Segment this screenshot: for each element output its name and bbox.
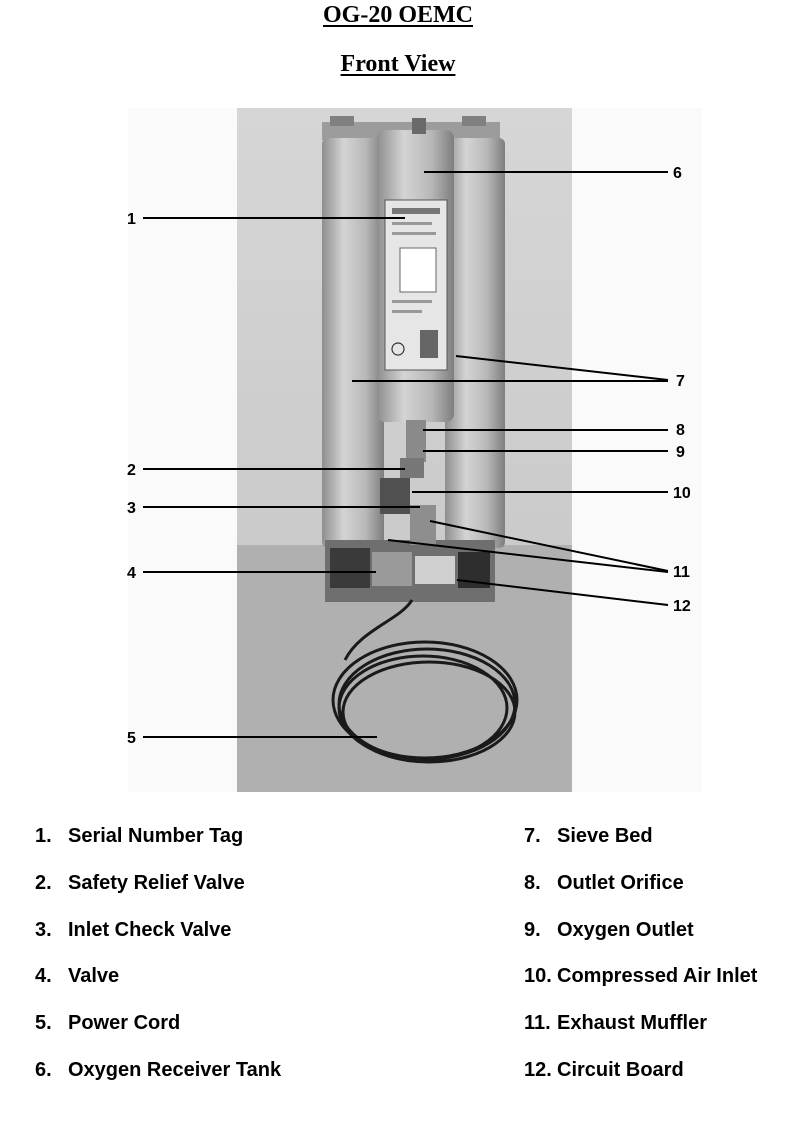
leader-line-12 [456, 579, 669, 606]
legend-number: 5. [35, 1012, 52, 1034]
callout-5: 5 [127, 730, 136, 747]
callout-1: 1 [127, 211, 136, 228]
legend-item: 5. Power Cord [35, 1012, 180, 1035]
callout-numbers: 1 2 3 4 5 6 7 8 9 10 11 12 [127, 165, 691, 747]
power-cord-image [331, 599, 519, 764]
callout-9: 9 [676, 444, 685, 461]
legend-label: Valve [68, 965, 120, 987]
legend-item: 2. Safety Relief Valve [35, 872, 245, 895]
legend-number: 3. [35, 919, 52, 941]
document-subtitle: Front View [340, 51, 456, 77]
legend-number: 7. [524, 825, 541, 847]
legend-item: 3. Inlet Check Valve [35, 919, 231, 942]
legend-item: 11. Exhaust Muffler [524, 1012, 707, 1035]
legend-number: 6. [35, 1059, 52, 1081]
callout-leader-lines [143, 171, 669, 738]
document-title: OG-20 OEMC [323, 2, 473, 28]
legend-number: 9. [524, 919, 541, 941]
callout-12: 12 [673, 598, 691, 615]
legend-item: 6. Oxygen Receiver Tank [35, 1059, 281, 1082]
legend-label: Safety Relief Valve [68, 872, 245, 894]
legend-label: Serial Number Tag [68, 825, 244, 847]
legend-item: 12. Circuit Board [524, 1059, 684, 1082]
legend-item: 9. Oxygen Outlet [524, 919, 694, 942]
legend-label: Compressed Air Inlet [557, 965, 758, 987]
legend-number: 2. [35, 872, 52, 894]
legend-number: 10. [524, 965, 552, 987]
serial-tag-image [384, 199, 448, 371]
legend-item: 10. Compressed Air Inlet [524, 965, 757, 988]
legend-number: 8. [524, 872, 541, 894]
legend-item: 1. Serial Number Tag [35, 825, 243, 848]
legend-item: 7. Sieve Bed [524, 825, 653, 848]
legend-item: 4. Valve [35, 965, 119, 988]
leader-line-7b [455, 355, 669, 381]
equipment-photo-figure: 1 2 3 4 5 6 7 8 9 10 11 12 [127, 108, 691, 792]
callout-8: 8 [676, 422, 685, 439]
legend-label: Power Cord [68, 1012, 181, 1034]
legend-label: Sieve Bed [557, 825, 653, 847]
callout-6: 6 [673, 165, 682, 182]
legend-number: 12. [524, 1059, 552, 1081]
legend-label: Inlet Check Valve [68, 919, 232, 941]
callout-3: 3 [127, 500, 136, 517]
sieve-bed-right [445, 138, 505, 548]
callout-7: 7 [676, 373, 685, 390]
legend-label: Outlet Orifice [557, 872, 684, 894]
legend-number: 4. [35, 965, 52, 987]
legend-label: Oxygen Receiver Tank [68, 1059, 282, 1081]
legend-label: Circuit Board [557, 1059, 684, 1081]
callout-10: 10 [673, 485, 691, 502]
legend-item: 8. Outlet Orifice [524, 872, 684, 895]
leader-line-11b [387, 539, 669, 573]
legend-label: Exhaust Muffler [557, 1012, 708, 1034]
callout-4: 4 [127, 565, 136, 582]
sieve-bed-left [322, 138, 384, 548]
legend-label: Oxygen Outlet [557, 919, 694, 941]
callout-11: 11 [673, 564, 690, 581]
leader-line-11a [429, 520, 669, 572]
callout-2: 2 [127, 462, 136, 479]
legend-number: 11. [524, 1012, 551, 1034]
product-photo [237, 108, 572, 792]
legend-number: 1. [35, 825, 52, 847]
